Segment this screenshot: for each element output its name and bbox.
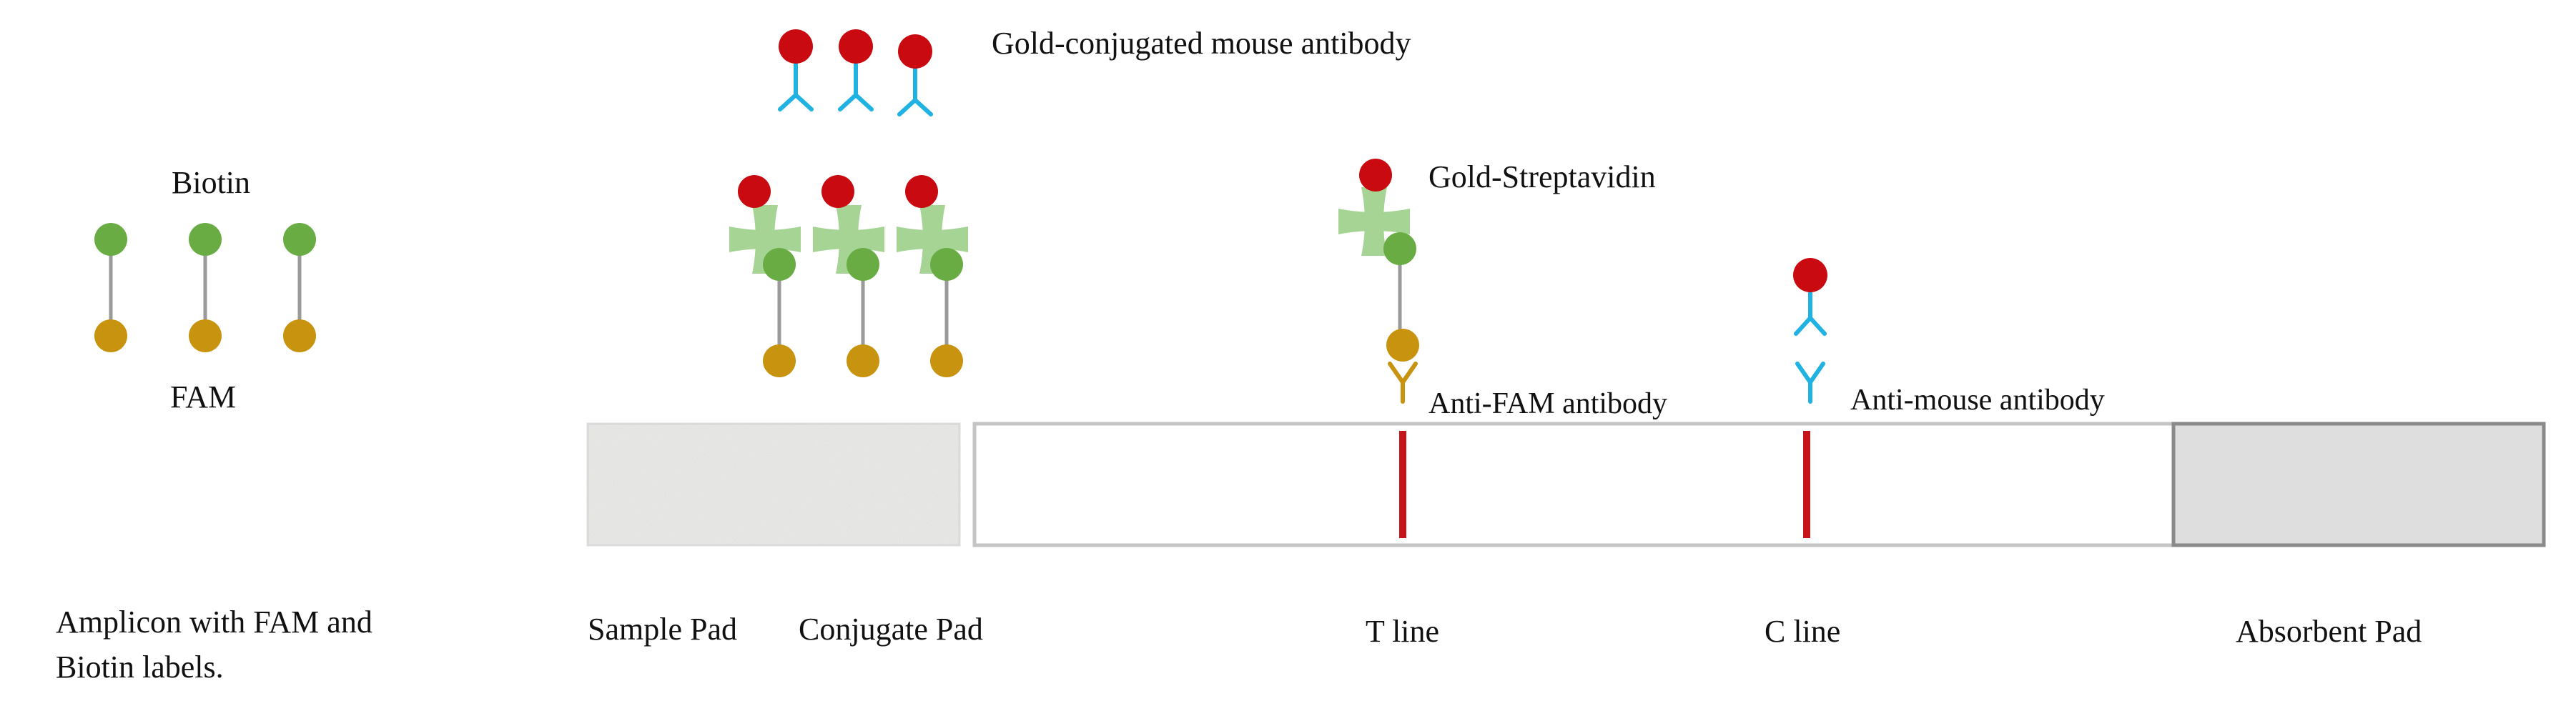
biotin-dot bbox=[930, 248, 963, 281]
sample-pad-label: Sample Pad bbox=[588, 612, 737, 647]
streptavidin-cross bbox=[1338, 187, 1410, 256]
fam-dot bbox=[930, 344, 963, 377]
fam-label: FAM bbox=[170, 379, 236, 414]
sample-pad-texture bbox=[588, 424, 959, 545]
c-line-captured-antibody bbox=[1793, 258, 1827, 404]
anti-fam-antibody bbox=[1388, 362, 1418, 404]
anti-mouse-antibody bbox=[1795, 362, 1825, 404]
free-amplicon-group bbox=[94, 223, 316, 352]
fam-dot bbox=[1386, 329, 1419, 362]
fam-dot bbox=[847, 344, 879, 377]
fam-dot bbox=[763, 344, 796, 377]
amplicon-caption-line2: Biotin labels. bbox=[56, 650, 224, 685]
absorbent-pad bbox=[2171, 422, 2546, 547]
gold-streptavidin-label: Gold-Streptavidin bbox=[1428, 159, 1656, 194]
anti-fam-antibody-label: Anti-FAM antibody bbox=[1428, 387, 1667, 420]
mouse-antibody bbox=[838, 62, 874, 111]
mouse-antibody bbox=[778, 62, 814, 111]
gold-particle bbox=[905, 175, 938, 208]
conjugate-pad-label: Conjugate Pad bbox=[799, 612, 983, 647]
t-line-label: T line bbox=[1366, 614, 1439, 649]
gold-mouse-antibody-label: Gold-conjugated mouse antibody bbox=[992, 26, 1411, 61]
biotin-dot bbox=[763, 248, 796, 281]
gold-particle bbox=[839, 29, 873, 64]
fam-dot bbox=[283, 319, 316, 352]
anti-mouse-antibody-label: Anti-mouse antibody bbox=[1850, 384, 2105, 417]
biotin-dot bbox=[189, 223, 222, 256]
gold-particle bbox=[1793, 258, 1827, 292]
gold-particle bbox=[898, 34, 932, 69]
biotin-dot bbox=[847, 248, 879, 281]
mouse-antibody bbox=[1794, 291, 1827, 336]
absorbent-pad-label: Absorbent Pad bbox=[2236, 614, 2422, 649]
conjugate-complex-group bbox=[729, 175, 968, 377]
c-line-label: C line bbox=[1765, 614, 1840, 649]
gold-mouse-antibody-group bbox=[778, 29, 933, 116]
nitrocellulose-membrane bbox=[972, 422, 2176, 547]
t-line-mark bbox=[1399, 431, 1406, 538]
gold-particle bbox=[738, 175, 771, 208]
gold-particle bbox=[821, 175, 854, 208]
mouse-antibody bbox=[897, 67, 933, 116]
c-line-mark bbox=[1803, 431, 1810, 538]
t-line-captured-complex bbox=[1338, 159, 1419, 404]
test-strip bbox=[586, 422, 2546, 547]
amplicon-caption-line1: Amplicon with FAM and bbox=[56, 605, 372, 640]
biotin-dot bbox=[283, 223, 316, 256]
fam-dot bbox=[94, 319, 127, 352]
biotin-dot bbox=[1383, 232, 1416, 265]
fam-dot bbox=[189, 319, 222, 352]
gold-particle bbox=[779, 29, 813, 64]
gold-particle bbox=[1359, 159, 1392, 192]
biotin-dot bbox=[94, 223, 127, 256]
biotin-label: Biotin bbox=[172, 165, 250, 200]
